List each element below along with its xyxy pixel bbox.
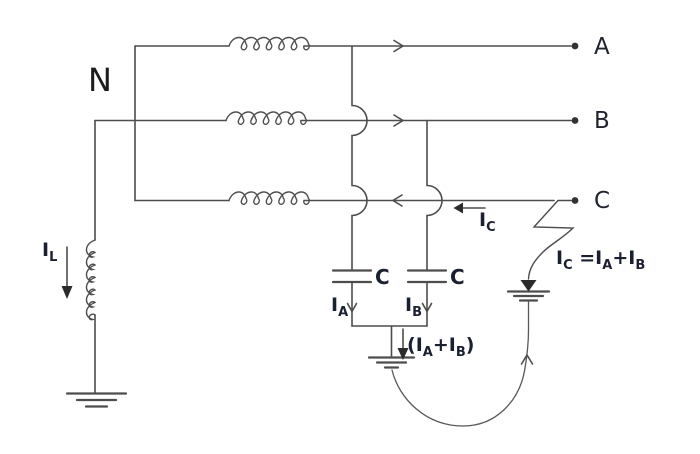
terminal-b-dot xyxy=(571,117,579,124)
loop-up-arrow xyxy=(520,353,534,365)
ia-sub: A xyxy=(338,304,349,320)
terminal-a-label: A xyxy=(594,34,610,60)
fault-zigzag-wire xyxy=(527,199,575,280)
terminal-a-dot xyxy=(571,42,579,50)
branch-a-wire xyxy=(351,45,368,272)
ground-symbol-center xyxy=(367,356,416,369)
ib-sub: B xyxy=(412,304,422,320)
ib-base: I xyxy=(405,294,413,316)
neutral-inductor-coil xyxy=(85,239,97,321)
inductor-c-coil xyxy=(228,191,310,205)
ground-symbol-left xyxy=(65,392,128,408)
il-label: IL xyxy=(42,241,57,264)
capacitor-1 xyxy=(331,269,373,327)
ic-arrow xyxy=(453,202,486,214)
ia-arrow xyxy=(346,302,358,314)
ib-arrow xyxy=(421,302,433,314)
il-base: I xyxy=(42,239,50,261)
il-sub: L xyxy=(49,249,58,265)
ic-sub: C xyxy=(486,219,496,235)
sum-current-arrow xyxy=(397,328,409,360)
inductor-a-coil xyxy=(228,36,310,51)
terminal-c-dot xyxy=(571,197,579,204)
ground-symbol-right xyxy=(506,290,551,302)
ic-base: I xyxy=(479,209,487,231)
capacitor-2 xyxy=(406,269,448,327)
terminal-c-label: C xyxy=(594,188,611,214)
ib-label: IB xyxy=(405,296,422,319)
phase-c-current-arrow xyxy=(391,194,403,207)
return-loop-wire xyxy=(391,301,530,427)
phase-b-current-arrow xyxy=(393,114,405,127)
ia-base: I xyxy=(331,294,339,316)
ia-label: IA xyxy=(331,296,348,319)
capacitor-2-label: C xyxy=(450,265,465,289)
inductor-b-coil xyxy=(225,111,307,125)
neutral-label: N xyxy=(88,61,112,99)
terminal-b-label: B xyxy=(594,108,610,134)
phase-a-current-arrow xyxy=(393,39,405,53)
ic-equation-label: IC =IA+IB xyxy=(556,247,646,273)
branch-b-wire xyxy=(426,119,443,272)
sum-current-label: (IA+IB) xyxy=(407,334,475,360)
capacitor-1-label: C xyxy=(375,265,390,289)
ic-label: IC xyxy=(479,211,496,234)
fault-ground-arrow xyxy=(520,280,537,292)
il-arrow xyxy=(61,246,73,299)
